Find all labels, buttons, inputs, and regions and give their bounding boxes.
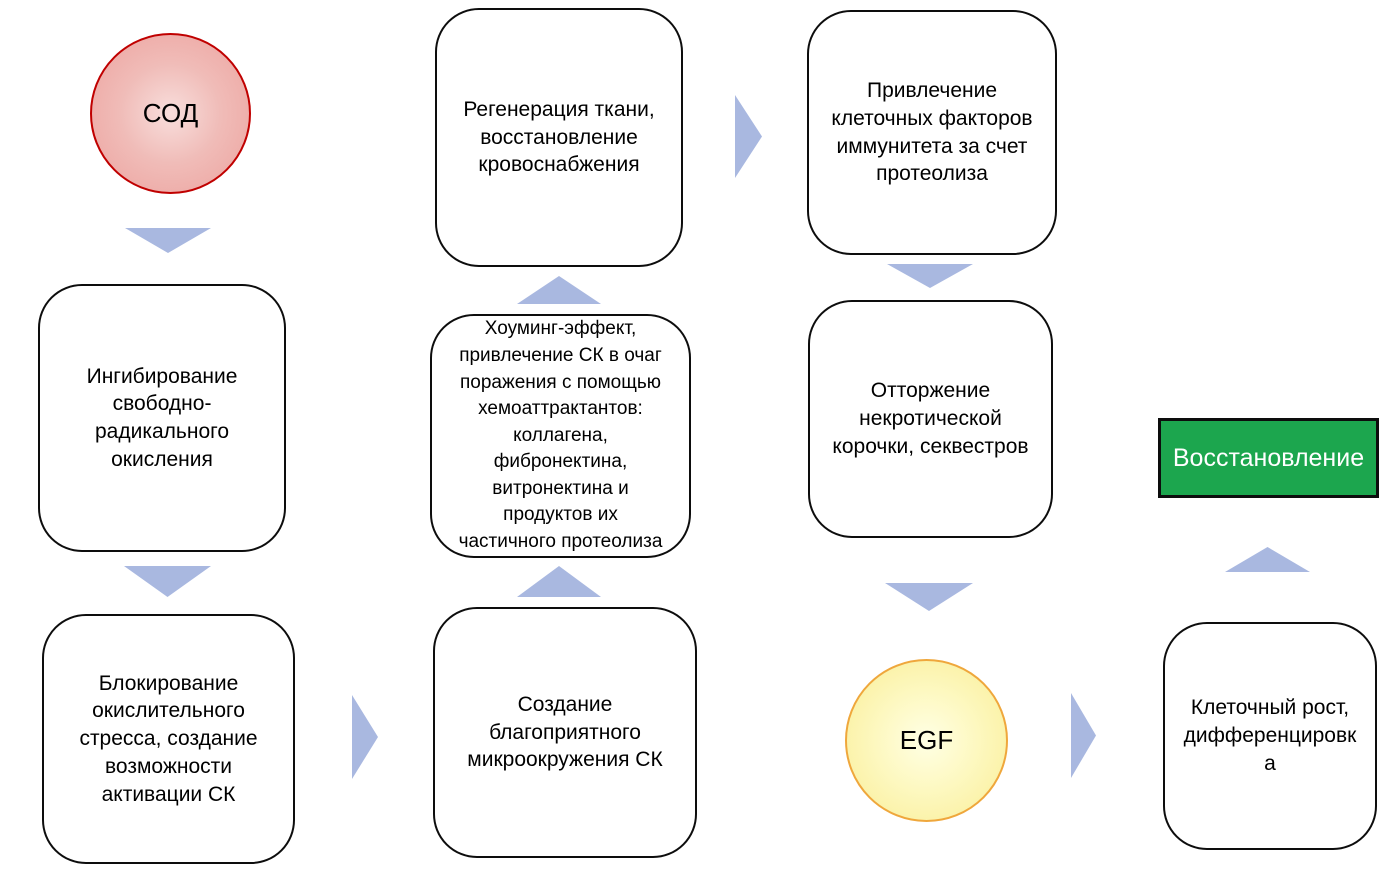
arrow-up-icon <box>517 566 601 597</box>
blocking-node: Блокирование окислительного стресса, соз… <box>42 614 295 864</box>
arrow-down-icon <box>125 228 211 253</box>
homing-label: Хоуминг-эффект, привлечение СК в очаг по… <box>458 318 663 553</box>
rejection-label: Отторжение некротической корочки, секвес… <box>832 379 1029 458</box>
immune-factors-label: Привлечение клеточных факторов иммунитет… <box>831 79 1033 186</box>
arrow-right-icon <box>1071 693 1096 778</box>
arrow-down-icon <box>124 566 211 597</box>
regeneration-node: Регенерация ткани, восстановление кровос… <box>435 8 683 267</box>
arrow-down-icon <box>885 583 973 611</box>
arrow-up-icon <box>1225 547 1310 572</box>
homing-node: Хоуминг-эффект, привлечение СК в очаг по… <box>430 314 691 558</box>
regeneration-label: Регенерация ткани, восстановление кровос… <box>463 97 655 177</box>
arrow-up-icon <box>517 276 601 304</box>
egf-circle-node: EGF <box>845 659 1008 822</box>
recovery-label: Восстановление <box>1172 443 1365 472</box>
cell-growth-label: Клеточный рост, дифференцировк а <box>1183 696 1357 775</box>
sod-circle-node: СОД <box>90 33 251 194</box>
blocking-label: Блокирование окислительного стресса, соз… <box>79 671 258 806</box>
arrow-down-icon <box>887 264 973 288</box>
arrow-right-icon <box>352 695 378 779</box>
sod-label: СОД <box>142 98 199 129</box>
cell-growth-node: Клеточный рост, дифференцировк а <box>1163 622 1377 850</box>
microenvironment-label: Создание благоприятного микроокружения С… <box>467 692 663 772</box>
inhibition-node: Ингибирование свободно- радикального оки… <box>38 284 286 552</box>
microenvironment-node: Создание благоприятного микроокружения С… <box>433 607 697 858</box>
inhibition-label: Ингибирование свободно- радикального оки… <box>86 364 238 471</box>
rejection-node: Отторжение некротической корочки, секвес… <box>808 300 1053 538</box>
recovery-terminal-node: Восстановление <box>1158 418 1379 498</box>
arrow-right-icon <box>735 95 762 178</box>
immune-factors-node: Привлечение клеточных факторов иммунитет… <box>807 10 1057 255</box>
egf-label: EGF <box>899 725 954 756</box>
